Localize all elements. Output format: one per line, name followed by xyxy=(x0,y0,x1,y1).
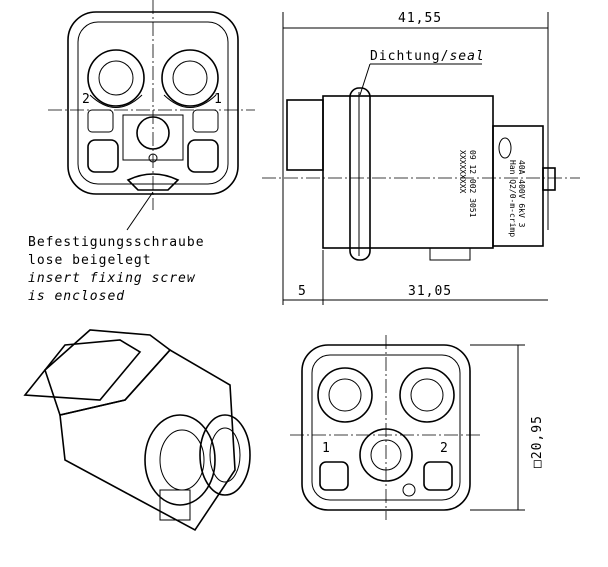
contact-label: 1 xyxy=(322,441,331,456)
contact-label: 2 xyxy=(440,441,449,456)
seal-label: Dichtung/seal xyxy=(370,49,485,64)
contact-label: 2 xyxy=(82,92,91,107)
marking-line-1: Han Q2/0-m-crimp xyxy=(508,160,517,237)
marking-line-2: 40A 400V 6kV 3 xyxy=(517,160,526,228)
isometric-view xyxy=(23,329,251,532)
dim-body-length: 31,05 xyxy=(408,284,452,299)
harting-logo xyxy=(498,137,512,159)
note-en-2: is enclosed xyxy=(28,289,125,304)
note-en-1: insert fixing screw xyxy=(28,271,196,286)
front-view-bottom: 1 2 □20,95 xyxy=(290,335,545,520)
note-de-2: lose beigelegt xyxy=(28,253,152,268)
screw-note: Befestigungsschraube lose beigelegt inse… xyxy=(28,235,205,304)
note-de-1: Befestigungsschraube xyxy=(28,235,205,250)
front-view-top: 2 1 xyxy=(48,0,255,231)
dim-overall-length: 41,55 xyxy=(398,11,442,26)
side-view: 41,55 Dichtung/seal 09 12 002 3051 XXXXX… xyxy=(262,11,580,305)
contact-label: 1 xyxy=(214,92,223,107)
marking-line-4: XXXXXXXXX xyxy=(458,150,467,194)
dim-front-offset: 5 xyxy=(298,284,307,299)
marking-line-3: 09 12 002 3051 xyxy=(468,150,477,218)
dim-square-size: □20,95 xyxy=(530,415,545,468)
